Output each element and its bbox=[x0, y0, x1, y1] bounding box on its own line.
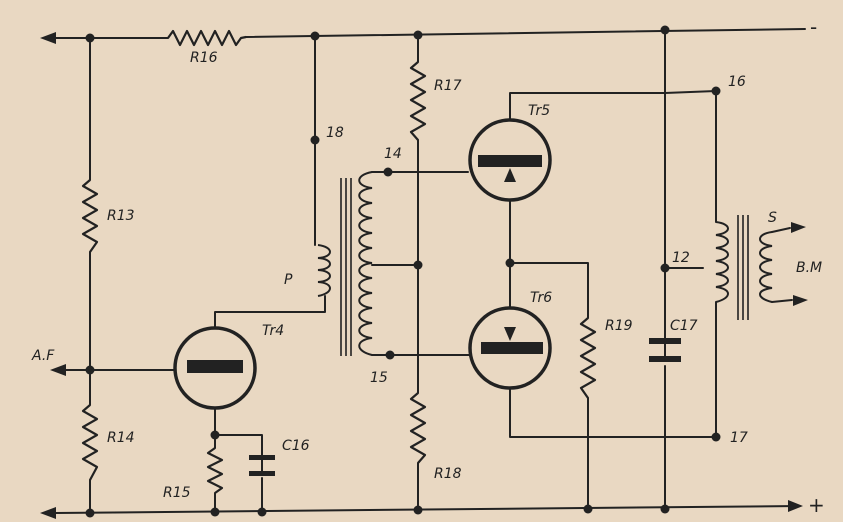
resistor-r14 bbox=[81, 404, 99, 481]
input-transformer-core bbox=[340, 178, 352, 356]
label-r18: R18 bbox=[434, 466, 462, 482]
output-transformer-core bbox=[737, 215, 749, 320]
resistor-r18 bbox=[409, 392, 427, 464]
label-r17: R17 bbox=[434, 78, 462, 94]
tube-tr5 bbox=[468, 118, 552, 202]
label-r19: R19 bbox=[605, 318, 633, 334]
label-node-16: 16 bbox=[728, 74, 746, 90]
label-r14: R14 bbox=[107, 430, 135, 446]
label-node-17: 17 bbox=[730, 430, 748, 446]
output-primary-coil bbox=[715, 221, 729, 303]
label-r15: R15 bbox=[163, 485, 191, 501]
label-minus: - bbox=[810, 15, 817, 39]
af-output-wire bbox=[50, 364, 181, 376]
tr4-wires bbox=[214, 295, 326, 514]
resistor-r15 bbox=[206, 447, 224, 494]
input-secondary-coil bbox=[358, 171, 373, 356]
label-node-15: 15 bbox=[370, 370, 388, 386]
tube-tr4 bbox=[173, 326, 257, 410]
label-node-18: 18 bbox=[326, 125, 344, 141]
label-node-14: 14 bbox=[384, 146, 402, 162]
resistor-r13 bbox=[81, 179, 99, 253]
label-c17: C17 bbox=[670, 318, 698, 334]
label-plus: + bbox=[808, 493, 825, 517]
resistor-r17 bbox=[409, 61, 427, 141]
label-tr6: Tr6 bbox=[530, 290, 552, 306]
resistor-r16 bbox=[167, 29, 247, 47]
tube-tr6 bbox=[468, 306, 552, 390]
label-r16: R16 bbox=[190, 50, 218, 66]
resistor-r19 bbox=[579, 317, 597, 399]
secondary-coil-s bbox=[759, 231, 773, 303]
label-af: A.F bbox=[31, 348, 55, 364]
bottom-rail bbox=[40, 500, 803, 519]
label-r13: R13 bbox=[107, 208, 135, 224]
label-node-12: 12 bbox=[672, 250, 690, 266]
output-stage-wires bbox=[509, 29, 717, 511]
label-bm: B.M bbox=[796, 260, 822, 276]
label-s: S bbox=[768, 210, 777, 226]
primary-coil-p bbox=[317, 244, 331, 297]
label-p: P bbox=[284, 272, 293, 288]
label-tr4: Tr4 bbox=[262, 323, 284, 339]
label-tr5: Tr5 bbox=[528, 103, 550, 119]
capacitor-c17 bbox=[649, 338, 681, 362]
label-c16: C16 bbox=[282, 438, 310, 454]
speaker-leads bbox=[771, 222, 808, 306]
capacitor-c16 bbox=[249, 455, 275, 476]
junction-dots bbox=[85, 25, 721, 518]
top-rail bbox=[40, 28, 806, 44]
